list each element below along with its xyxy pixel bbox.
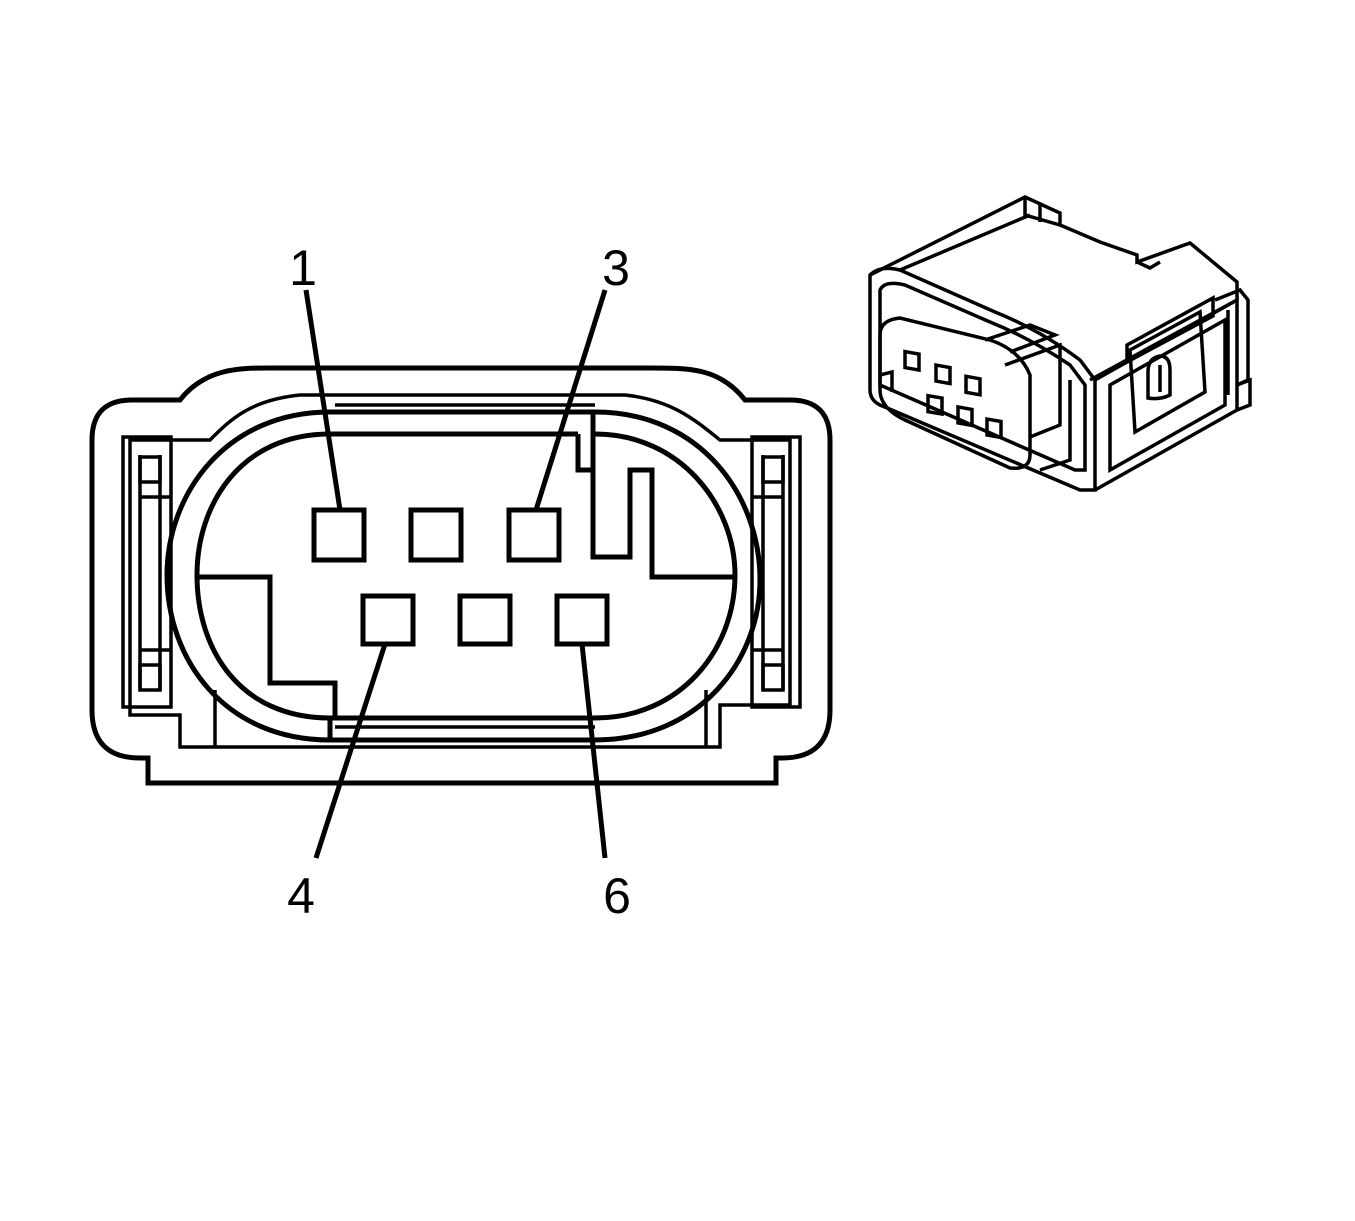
iso-front-frame xyxy=(868,266,1097,492)
terminal-cavity-1 xyxy=(311,507,367,563)
left-polarization-key xyxy=(198,574,338,718)
connector-isometric-view xyxy=(868,195,1252,492)
iso-cavity-2 xyxy=(934,362,952,386)
housing-outer-outline xyxy=(89,365,833,786)
leader-line-pin-1 xyxy=(303,289,343,511)
pin-label-3: 3 xyxy=(602,240,630,296)
pin-label-1: 1 xyxy=(289,240,317,296)
iso-inner-plug xyxy=(878,316,1032,470)
right-latch-rail xyxy=(750,435,802,709)
right-polarization-key xyxy=(590,434,734,580)
iso-cavity-3 xyxy=(964,374,982,397)
leader-line-pin-4 xyxy=(313,643,388,859)
leader-line-pin-6 xyxy=(579,643,608,859)
iso-top-face xyxy=(869,195,1239,382)
iso-cavity-5 xyxy=(956,404,974,428)
pin-label-6: 6 xyxy=(603,868,631,924)
left-latch-rail xyxy=(121,435,173,709)
iso-cavity-4 xyxy=(926,393,944,417)
leader-line-pin-3 xyxy=(533,289,608,511)
iso-cavity-1 xyxy=(903,349,921,373)
iso-latch-tab xyxy=(1146,354,1172,401)
housing-inner-outline xyxy=(128,393,792,749)
top-key-notch xyxy=(575,434,593,473)
terminal-cavity-2 xyxy=(408,507,464,563)
terminal-cavity-3 xyxy=(506,507,562,563)
terminal-cavity-5 xyxy=(457,593,513,647)
iso-cavity-6 xyxy=(985,416,1003,440)
terminal-cavity-4 xyxy=(360,593,416,647)
connector-face-view: 1 3 4 6 xyxy=(89,240,833,924)
iso-latch-window xyxy=(1128,309,1207,435)
terminal-cavity-6 xyxy=(554,593,610,647)
pin-label-4: 4 xyxy=(287,868,315,924)
